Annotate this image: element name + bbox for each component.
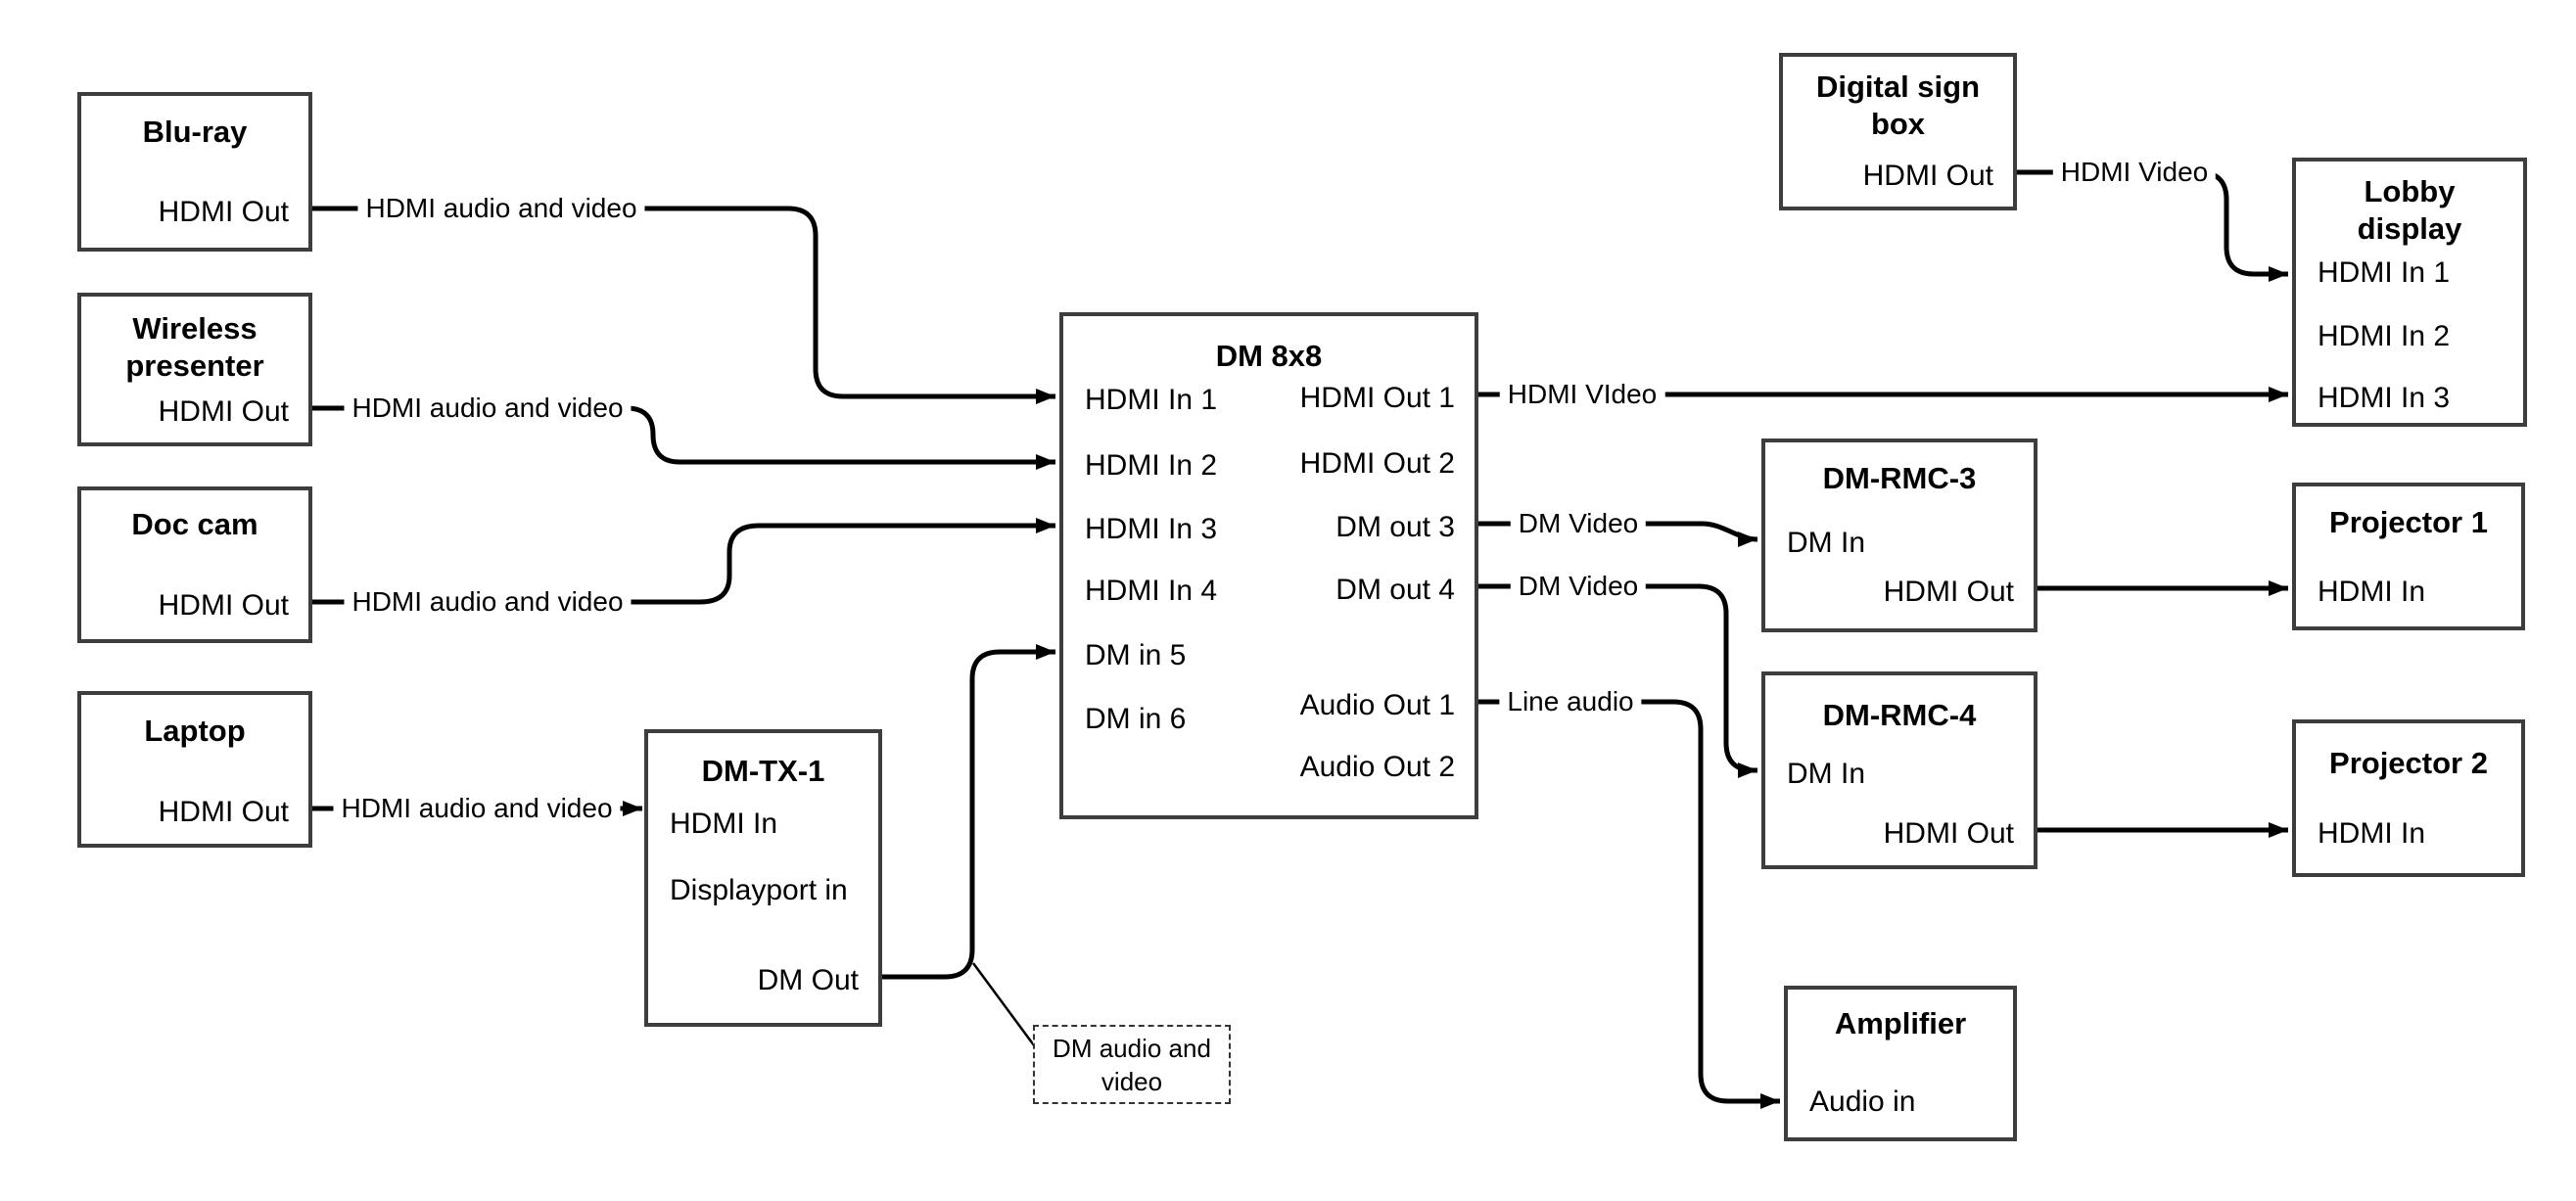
- node-projector1[interactable]: Projector 1 HDMI In: [2292, 483, 2525, 630]
- node-bluray-title: Blu-ray: [142, 115, 248, 149]
- port-bluray-hdmi-out: HDMI Out: [158, 196, 289, 228]
- node-doccam-title: Doc cam: [131, 507, 258, 541]
- port-dm8x8-dm-in-6: DM in 6: [1085, 703, 1187, 735]
- port-wireless-hdmi-out: HDMI Out: [158, 395, 289, 428]
- edge-wireless-to-dm8x8-hdmi-in2: [312, 405, 1055, 470]
- port-amplifier-audio-in: Audio in: [1809, 1086, 1916, 1118]
- port-doccam-hdmi-out: HDMI Out: [158, 589, 289, 622]
- edge-label-bluray-to-dm8x8: HDMI audio and video: [357, 192, 645, 225]
- port-dm8x8-dm-out-4: DM out 4: [1335, 574, 1455, 606]
- port-dmtx1-dm-out: DM Out: [757, 964, 859, 996]
- node-dmrmc3-title: DM-RMC-3: [1822, 461, 1977, 495]
- node-dm8x8[interactable]: DM 8x8 HDMI In 1 HDMI In 2 HDMI In 3 HDM…: [1059, 312, 1478, 819]
- edge-label-laptop-to-dmtx1: HDMI audio and video: [333, 792, 621, 825]
- node-amplifier[interactable]: Amplifier Audio in: [1784, 986, 2017, 1141]
- port-projector2-hdmi-in: HDMI In: [2318, 817, 2426, 850]
- node-doccam[interactable]: Doc cam HDMI Out: [77, 486, 312, 643]
- node-dmtx1[interactable]: DM-TX-1 HDMI In Displayport in DM Out: [644, 729, 882, 1027]
- port-dm8x8-hdmi-in-1: HDMI In 1: [1085, 384, 1218, 416]
- port-dmtx1-displayport-in: Displayport in: [670, 874, 848, 906]
- port-dm8x8-hdmi-in-3: HDMI In 3: [1085, 513, 1218, 545]
- node-digital-sign-box[interactable]: Digital sign box HDMI Out: [1779, 53, 2017, 210]
- node-dmrmc3[interactable]: DM-RMC-3 DM In HDMI Out: [1761, 439, 2037, 632]
- node-lobby-title-line2: display: [2357, 211, 2462, 246]
- node-laptop[interactable]: Laptop HDMI Out: [77, 691, 312, 848]
- port-dmrmc4-dm-in: DM In: [1787, 758, 1866, 790]
- edge-label-audio-out1-to-amp: Line audio: [1499, 685, 1642, 718]
- node-digitalsign-title-line2: box: [1870, 107, 1926, 141]
- port-dm8x8-hdmi-out-1: HDMI Out 1: [1299, 382, 1455, 414]
- node-lobby-title-line1: Lobby: [2364, 174, 2456, 208]
- port-dm8x8-hdmi-in-4: HDMI In 4: [1085, 575, 1218, 607]
- node-digitalsign-title-line1: Digital sign: [1815, 69, 1981, 104]
- port-dm8x8-audio-out-2: Audio Out 2: [1299, 751, 1455, 783]
- port-laptop-hdmi-out: HDMI Out: [158, 796, 289, 828]
- edge-dmtx1-dmout-to-dm8x8-dm-in5: [882, 644, 1055, 980]
- node-lobby-display[interactable]: Lobby display HDMI In 1 HDMI In 2 HDMI I…: [2292, 158, 2527, 427]
- node-projector2[interactable]: Projector 2 HDMI In: [2292, 719, 2525, 877]
- node-wireless-title-line1: Wireless: [132, 311, 258, 346]
- edge-dm8x8-dm-out4-to-rmc4-dm-in: [1478, 583, 1757, 778]
- port-projector1-hdmi-in: HDMI In: [2318, 576, 2426, 608]
- port-dm8x8-audio-out-1: Audio Out 1: [1299, 689, 1455, 721]
- port-lobby-hdmi-in-3: HDMI In 3: [2318, 382, 2451, 414]
- note-line1: DM audio and: [1053, 1034, 1211, 1063]
- note-line2: video: [1101, 1067, 1163, 1096]
- edge-label-digitalsign-to-lobby: HDMI Video: [2052, 156, 2217, 189]
- port-digitalsign-hdmi-out: HDMI Out: [1862, 160, 1993, 192]
- node-dm8x8-title: DM 8x8: [1215, 339, 1323, 373]
- port-lobby-hdmi-in-2: HDMI In 2: [2318, 320, 2451, 352]
- edge-label-dm-out3-to-rmc3: DM Video: [1510, 507, 1647, 540]
- node-wireless-title-line2: presenter: [125, 348, 264, 383]
- edge-dm8x8-dm-out3-to-rmc3-dm-in: [1478, 521, 1758, 547]
- port-dm8x8-hdmi-out-2: HDMI Out 2: [1299, 447, 1455, 480]
- edge-label-wireless-to-dm8x8: HDMI audio and video: [344, 392, 632, 425]
- edge-label-dm-out4-to-rmc4: DM Video: [1510, 570, 1647, 603]
- node-wireless-presenter[interactable]: Wireless presenter HDMI Out: [77, 293, 312, 446]
- node-projector2-title: Projector 2: [2329, 746, 2488, 780]
- port-dm8x8-dm-in-5: DM in 5: [1085, 639, 1187, 671]
- node-dmrmc4-title: DM-RMC-4: [1822, 698, 1977, 732]
- node-dmtx1-title: DM-TX-1: [701, 754, 825, 788]
- edge-doccam-to-dm8x8-hdmi-in3: [312, 518, 1055, 605]
- node-projector1-title: Projector 1: [2329, 505, 2488, 539]
- port-dm8x8-dm-out-3: DM out 3: [1335, 511, 1455, 543]
- port-lobby-hdmi-in-1: HDMI In 1: [2318, 256, 2451, 289]
- port-dmrmc3-hdmi-out: HDMI Out: [1883, 576, 2014, 608]
- node-bluray[interactable]: Blu-ray HDMI Out: [77, 92, 312, 252]
- port-dm8x8-hdmi-in-2: HDMI In 2: [1085, 449, 1218, 482]
- note-dm-audio-and-video[interactable]: DM audio and video: [1033, 1025, 1231, 1104]
- port-dmtx1-hdmi-in: HDMI In: [670, 808, 778, 840]
- edge-label-hdmi-out1-to-lobby: HDMI VIdeo: [1499, 378, 1665, 411]
- node-dmrmc4[interactable]: DM-RMC-4 DM In HDMI Out: [1761, 671, 2037, 869]
- edge-bluray-to-dm8x8-hdmi-in1: [312, 206, 1055, 404]
- port-dmrmc3-dm-in: DM In: [1787, 527, 1866, 559]
- note-callout-line: [971, 962, 1036, 1046]
- edge-label-doccam-to-dm8x8: HDMI audio and video: [344, 585, 632, 619]
- port-dmrmc4-hdmi-out: HDMI Out: [1883, 817, 2014, 850]
- edge-dm8x8-audio-out1-to-amplifier: [1478, 699, 1780, 1109]
- node-amplifier-title: Amplifier: [1834, 1006, 1967, 1040]
- node-laptop-title: Laptop: [144, 714, 246, 748]
